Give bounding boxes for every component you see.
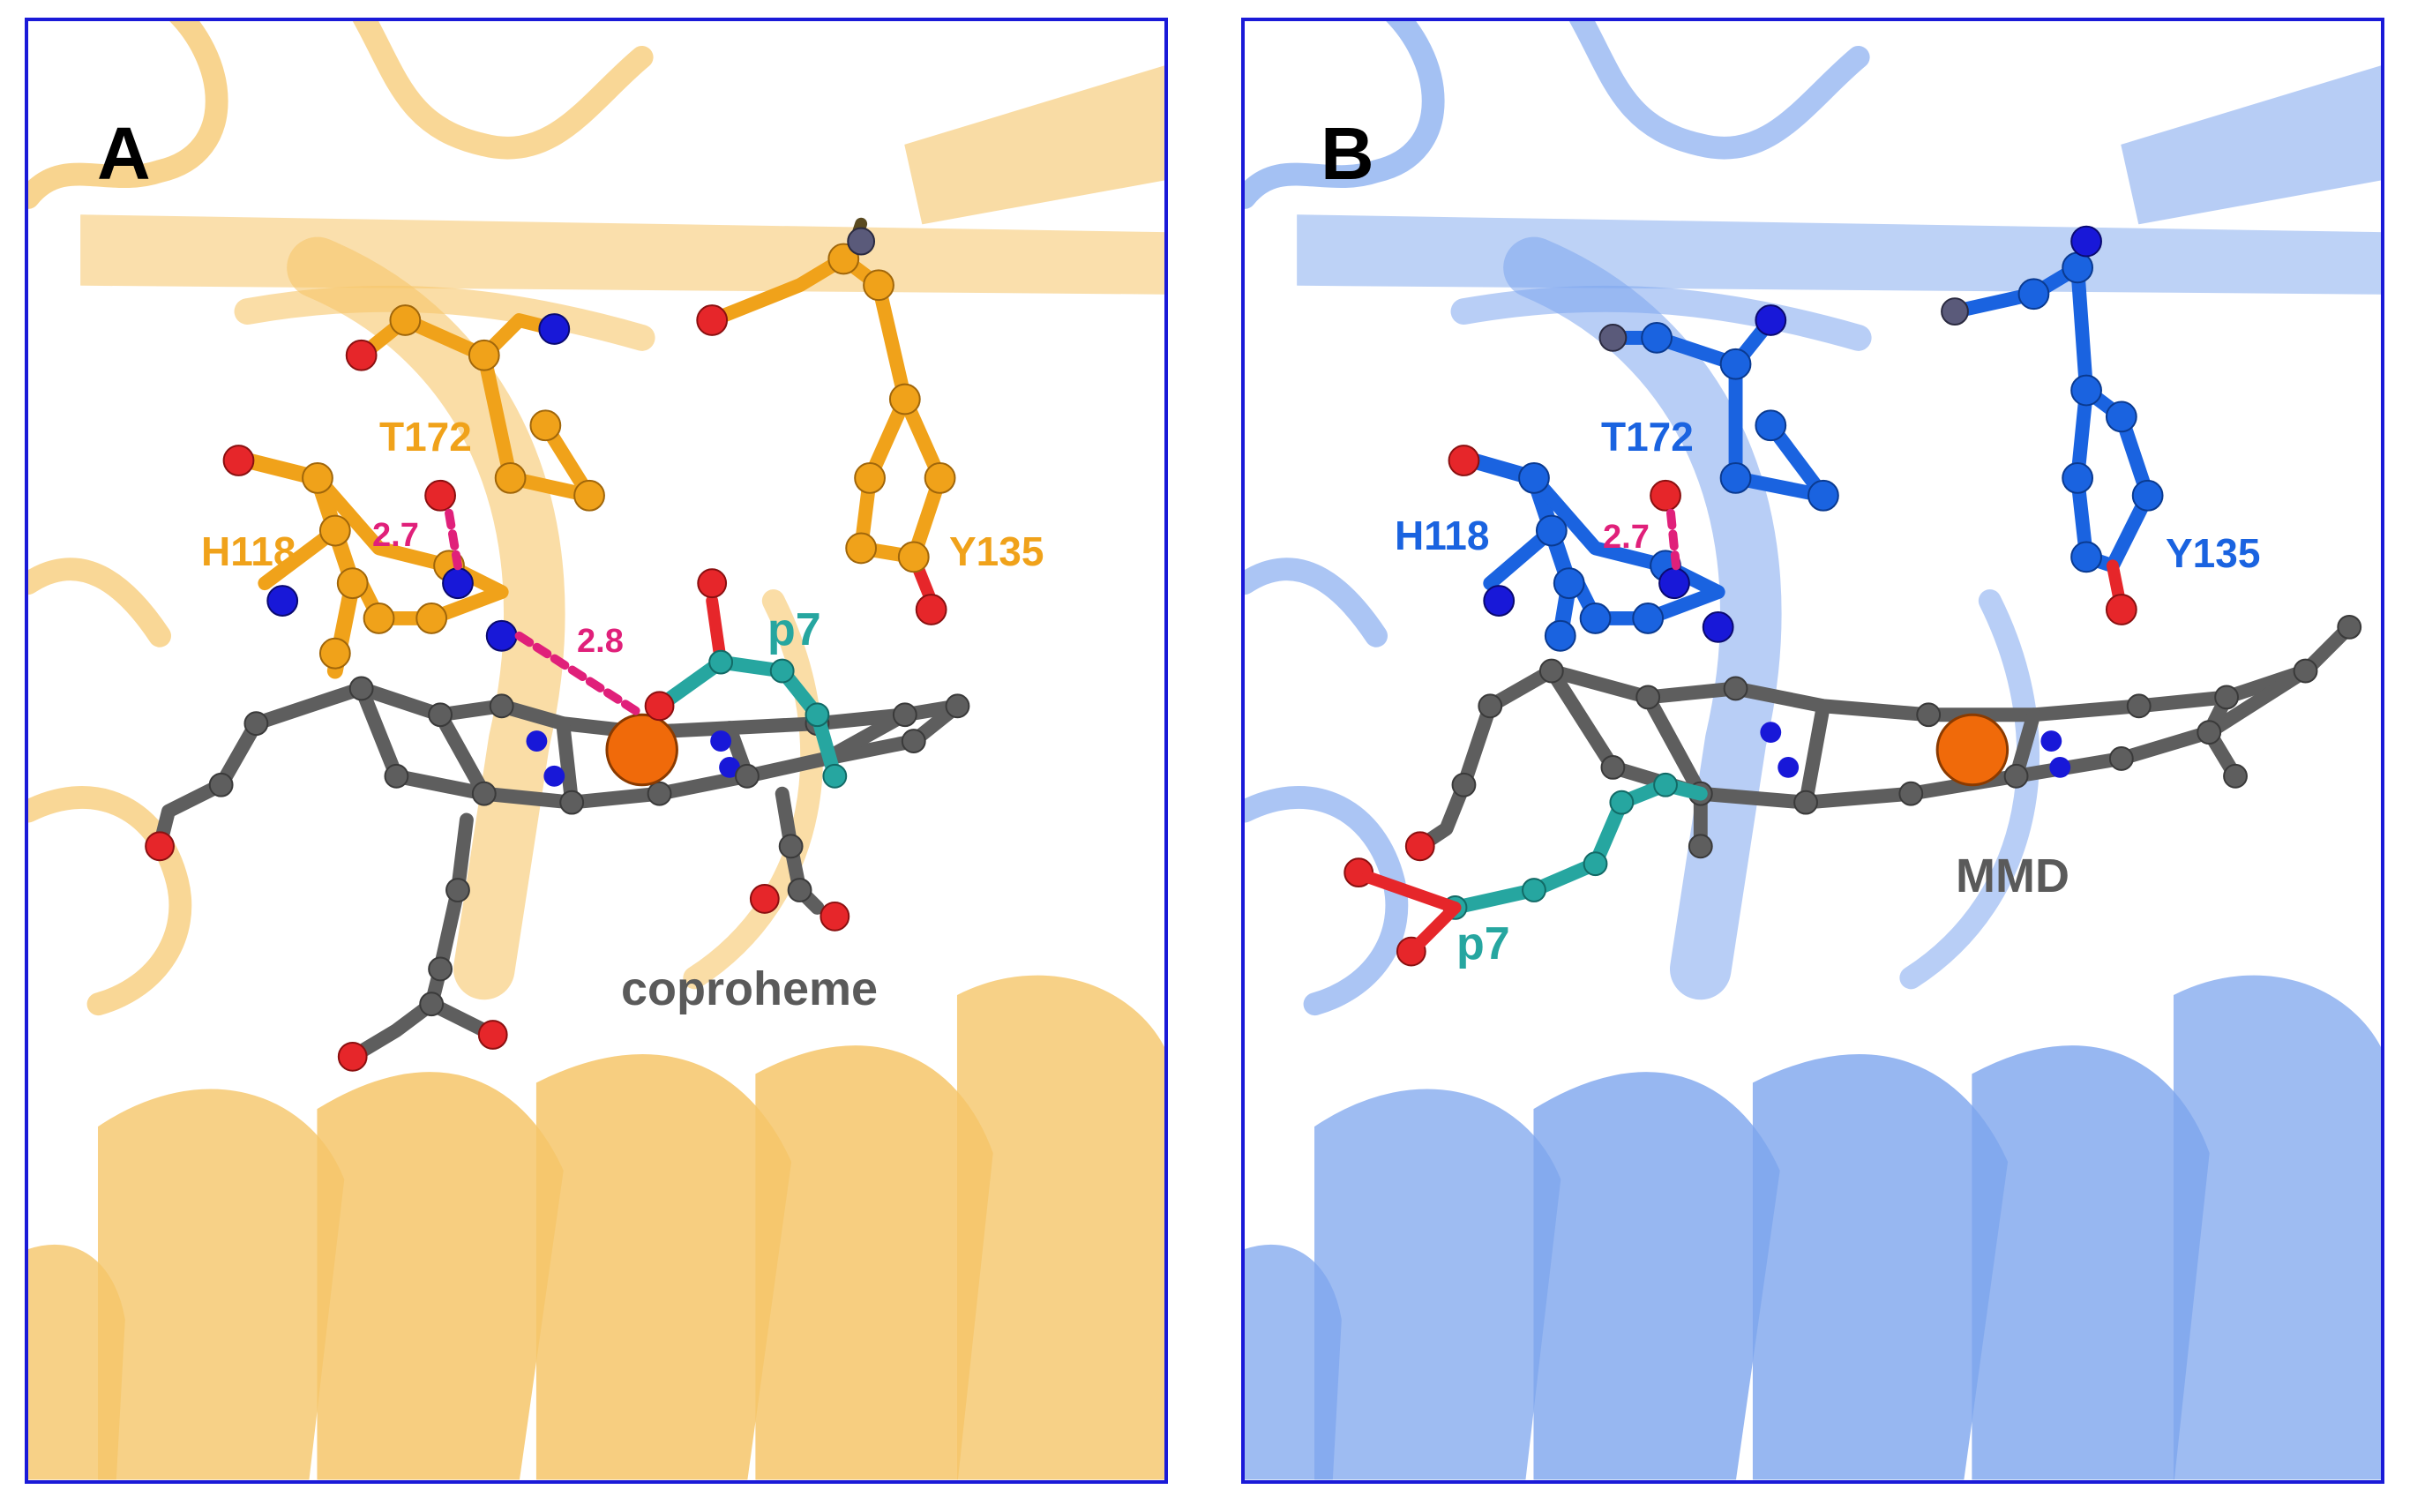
mmd-atoms <box>1451 614 2362 859</box>
propionate-p7-b <box>1343 772 1708 967</box>
panel-a: A T172 H118 Y135 2.7 2.8 p7 coproheme <box>25 18 1168 1484</box>
distance-label-2-a: 2.8 <box>577 623 624 660</box>
protein-cartoon-a <box>28 21 1164 1480</box>
hbonds-b <box>1666 508 1680 571</box>
residues-a <box>222 217 956 679</box>
panel-letter-a: A <box>97 112 151 195</box>
residue-label-t172-b: T172 <box>1601 414 1694 460</box>
mmd-nitrogens <box>1760 722 2071 778</box>
propionate-p7-a <box>644 568 848 789</box>
protein-cartoon-b <box>1245 21 2381 1480</box>
ligand-label-b: MMD <box>1956 850 2069 902</box>
propionate-label-b: p7 <box>1456 918 1510 969</box>
propionate-label-a: p7 <box>767 604 821 655</box>
ligand-label-a: coproheme <box>621 962 879 1015</box>
hbonds-a <box>445 508 647 720</box>
distance-label-1-a: 2.7 <box>372 517 419 554</box>
mmd-oxygens <box>1404 831 1435 862</box>
panel-b: B T172 H118 Y135 2.7 p7 MMD <box>1241 18 2384 1484</box>
panel-letter-b: B <box>1321 112 1374 195</box>
hbond-t172-h118 <box>445 508 462 571</box>
hbond-t172-h118-b <box>1666 508 1680 571</box>
structure-view-b <box>1245 21 2381 1480</box>
coproheme-oxygens <box>145 831 850 1072</box>
residue-label-h118-b: H118 <box>1395 513 1490 558</box>
residues-b <box>1448 225 2164 652</box>
residue-label-t172-a: T172 <box>379 414 472 460</box>
distance-label-1-b: 2.7 <box>1603 519 1650 556</box>
iron-atom-b <box>1935 713 2010 787</box>
residue-label-h118-a: H118 <box>201 528 296 574</box>
residue-label-y135-b: Y135 <box>2166 530 2261 576</box>
structure-view-a <box>28 21 1164 1480</box>
hbond-h118-p7 <box>514 631 647 720</box>
iron-atom <box>605 713 678 787</box>
residue-label-y135-a: Y135 <box>949 528 1044 574</box>
coproheme-nitrogens <box>526 730 740 787</box>
